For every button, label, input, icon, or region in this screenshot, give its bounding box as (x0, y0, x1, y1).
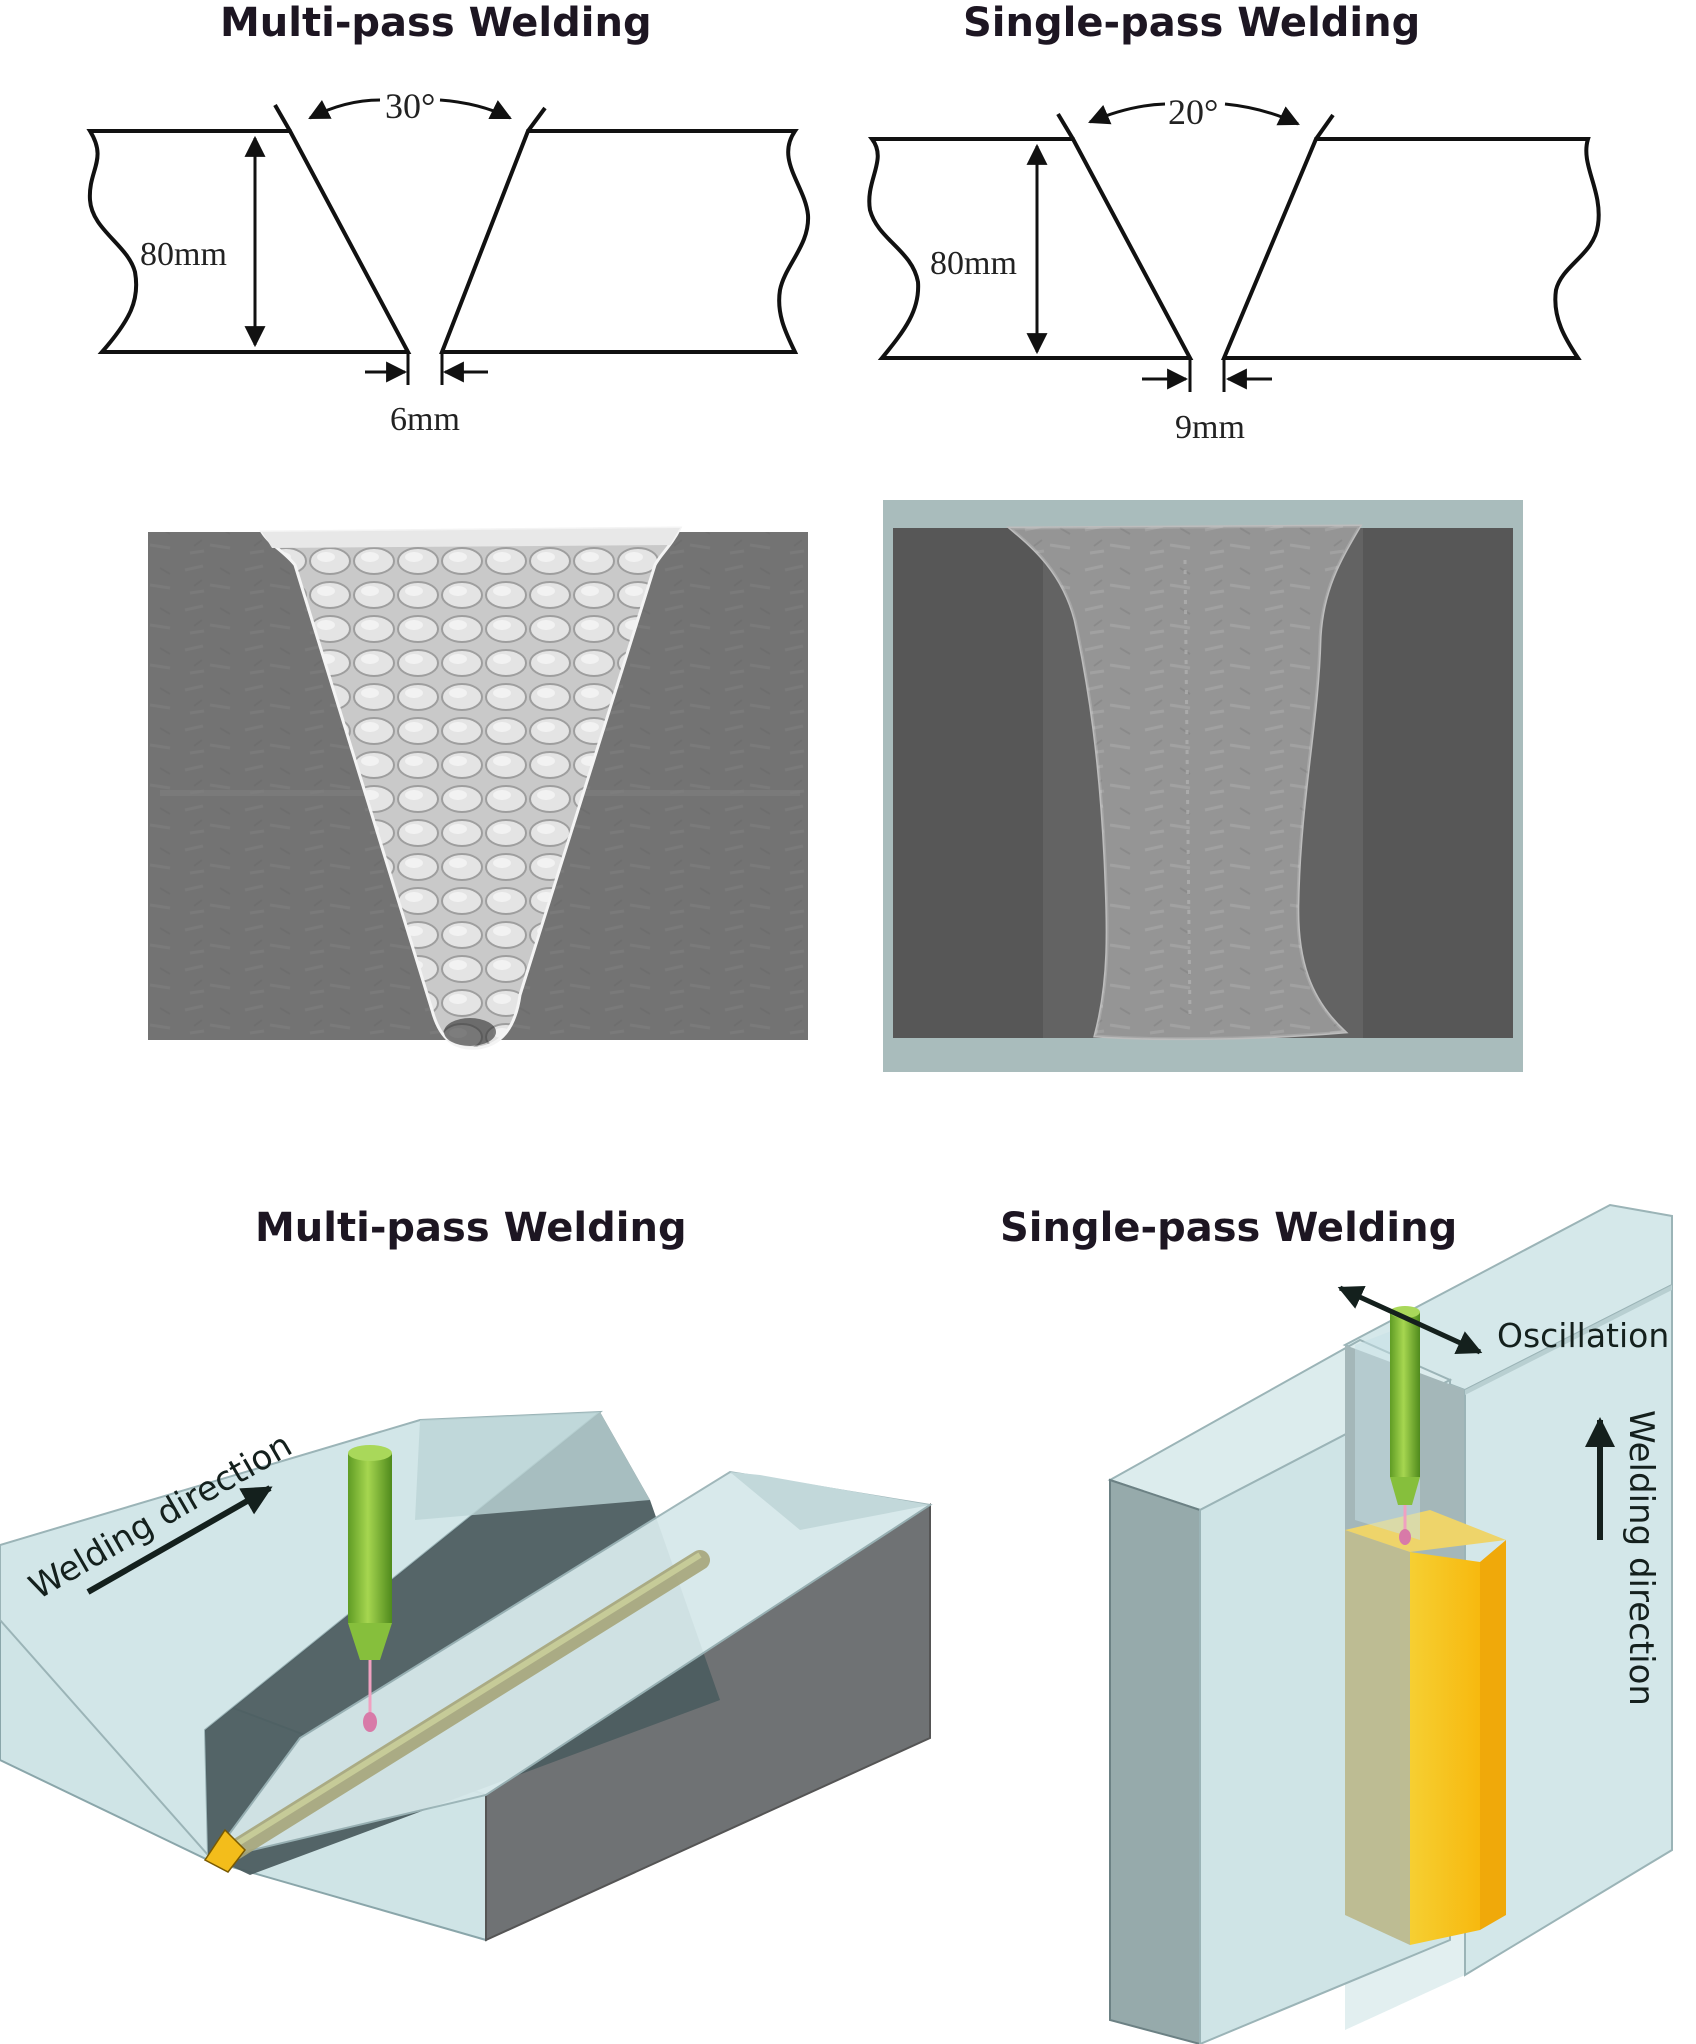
singlepass-gap-label: 9mm (1175, 409, 1245, 446)
multipass-groove-sketch (86, 104, 811, 354)
singlepass-groove-sketch (867, 112, 1601, 360)
multipass-macro-section (148, 526, 808, 1050)
bottom-left-title: Multi-pass Welding (255, 1205, 687, 1251)
bottom-right-title: Single-pass Welding (1000, 1205, 1458, 1251)
oscillation-arrow (1337, 1285, 1483, 1355)
multipass-angle-label: 30° (385, 86, 435, 126)
singlepass-direction-label: Welding direction (1621, 1410, 1661, 1706)
singlepass-macro-section (883, 500, 1523, 1072)
multipass-3d-model (0, 1410, 933, 1942)
singlepass-thickness-label: 80mm (930, 245, 1017, 282)
top-right-title: Single-pass Welding (963, 0, 1421, 46)
multipass-direction-arrow (86, 1485, 273, 1595)
singlepass-angle-label: 20° (1168, 92, 1218, 132)
singlepass-dimension-arrows (1026, 102, 1300, 392)
oscillation-label: Oscillation (1497, 1316, 1669, 1355)
multipass-gap-label: 6mm (390, 401, 460, 438)
top-left-title: Multi-pass Welding (220, 0, 652, 46)
multipass-dimension-arrows (244, 98, 512, 385)
multipass-thickness-label: 80mm (140, 236, 227, 273)
